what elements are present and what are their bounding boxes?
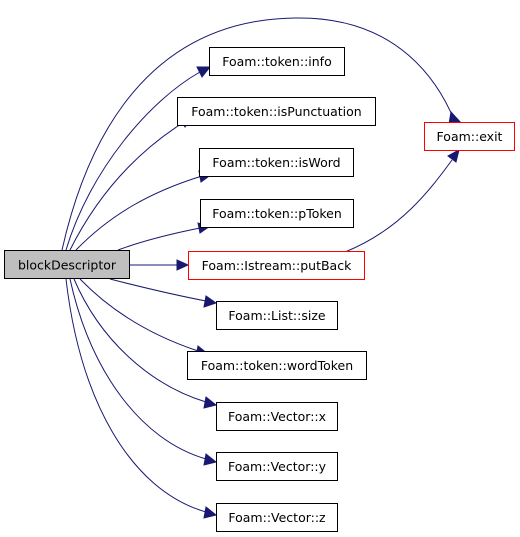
node-foam-exit[interactable]: Foam::exit bbox=[424, 122, 515, 151]
edge-root-vz-arrow bbox=[203, 506, 218, 519]
node-istream-putBack-box bbox=[188, 251, 365, 280]
edge-root-isPunctuation bbox=[69, 121, 185, 251]
node-token-info-box bbox=[209, 47, 345, 76]
edge-root-isWord bbox=[75, 175, 203, 251]
node-blockDescriptor-label: blockDescriptor bbox=[18, 258, 117, 273]
edge-root-putBack-arrow bbox=[176, 259, 190, 271]
node-istream-putBack[interactable]: Foam::Istream::putBack bbox=[188, 251, 365, 280]
node-token-wordToken-box bbox=[187, 351, 367, 380]
edge-root-exit bbox=[61, 17, 456, 251]
node-token-info[interactable]: Foam::token::info bbox=[209, 47, 345, 76]
node-token-isPunctuation-label: Foam::token::isPunctuation bbox=[191, 104, 361, 119]
edge-root-size-arrow bbox=[203, 295, 218, 308]
node-foam-exit-label: Foam::exit bbox=[437, 129, 503, 144]
edge-root-size bbox=[109, 278, 207, 302]
node-blockDescriptor[interactable]: blockDescriptor bbox=[4, 250, 130, 279]
node-vector-y-box bbox=[216, 452, 338, 481]
node-vector-x-box bbox=[216, 402, 338, 431]
node-vector-y[interactable]: Foam::Vector::y bbox=[216, 452, 338, 481]
edge-root-info-arrow bbox=[196, 66, 212, 78]
node-token-isWord-box bbox=[199, 148, 354, 177]
edge-putBack-exit-arrow bbox=[447, 149, 460, 163]
node-token-isWord-label: Foam::token::isWord bbox=[212, 155, 340, 170]
edge-putBack-exit bbox=[344, 159, 453, 253]
node-token-isPunctuation[interactable]: Foam::token::isPunctuation bbox=[177, 97, 376, 126]
node-token-isPunctuation-box bbox=[177, 97, 376, 126]
edge-root-info bbox=[65, 71, 201, 251]
node-foam-exit-box bbox=[424, 122, 515, 151]
node-token-pToken-box bbox=[200, 199, 354, 228]
edge-root-vz bbox=[65, 278, 207, 513]
node-token-isWord[interactable]: Foam::token::isWord bbox=[199, 148, 354, 177]
nodes: blockDescriptor Foam::token::info Foam::… bbox=[4, 47, 515, 532]
node-vector-y-label: Foam::Vector::y bbox=[228, 459, 327, 474]
node-blockDescriptor-box bbox=[4, 250, 130, 279]
node-token-pToken[interactable]: Foam::token::pToken bbox=[200, 199, 354, 228]
node-vector-z-box bbox=[216, 503, 338, 532]
node-list-size-label: Foam::List::size bbox=[228, 308, 325, 323]
edge-root-vy-arrow bbox=[203, 453, 218, 466]
edge-root-wordToken bbox=[79, 278, 199, 352]
node-list-size-box bbox=[216, 301, 338, 330]
node-list-size[interactable]: Foam::List::size bbox=[216, 301, 338, 330]
edge-root-vx-arrow bbox=[203, 396, 218, 409]
node-vector-z-label: Foam::Vector::z bbox=[228, 510, 326, 525]
node-token-pToken-label: Foam::token::pToken bbox=[212, 206, 342, 221]
node-token-info-label: Foam::token::info bbox=[222, 54, 331, 69]
node-token-wordToken[interactable]: Foam::token::wordToken bbox=[187, 351, 367, 380]
node-vector-x[interactable]: Foam::Vector::x bbox=[216, 402, 338, 431]
node-istream-putBack-label: Foam::Istream::putBack bbox=[202, 258, 352, 273]
node-vector-x-label: Foam::Vector::x bbox=[228, 409, 326, 424]
node-vector-z[interactable]: Foam::Vector::z bbox=[216, 503, 338, 532]
edge-root-pToken bbox=[117, 227, 201, 251]
edge-root-vy bbox=[69, 278, 207, 460]
node-token-wordToken-label: Foam::token::wordToken bbox=[201, 358, 353, 373]
edge-root-vx bbox=[73, 278, 207, 403]
